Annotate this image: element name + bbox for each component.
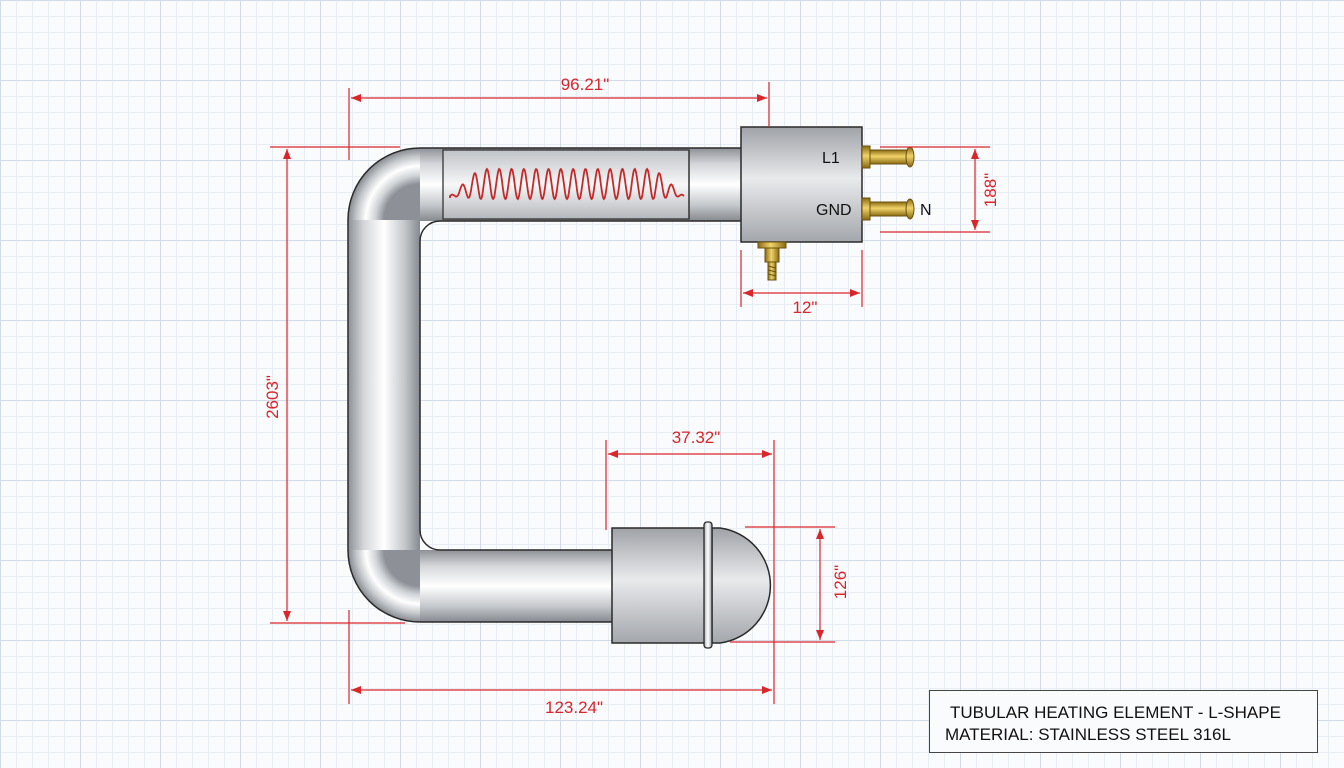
top-length-label: 96.21"	[561, 75, 610, 94]
n-label: N	[920, 202, 932, 219]
ground-stud	[757, 241, 787, 281]
title-block-title: TUBULAR HEATING ELEMENT - L-SHAPE	[950, 703, 1281, 722]
title-block: TUBULAR HEATING ELEMENT - L-SHAPE MATERI…	[929, 690, 1318, 753]
end-sleeve	[611, 527, 709, 644]
bottom-length-label: 123.24"	[545, 698, 603, 717]
n-terminal-pin	[861, 197, 915, 221]
l1-terminal-pin	[861, 145, 915, 169]
bulb-length-label: 37.32"	[672, 428, 721, 447]
heating-coil	[449, 167, 685, 201]
l1-label: L1	[822, 150, 840, 167]
dimensions	[270, 82, 990, 704]
terminal-box-assembly: L1 GND N	[740, 126, 932, 281]
terminal-box-width-label: 12"	[793, 298, 818, 317]
tube-outline	[347, 147, 742, 623]
tube-vertical-section	[348, 220, 420, 550]
gnd-label: GND	[816, 202, 852, 219]
tube-bottom-section	[420, 550, 615, 622]
terminal-spacing-label: 188"	[981, 173, 1000, 207]
end-dome	[711, 527, 772, 644]
inner-fillet-top	[420, 221, 440, 241]
overall-height-label: 2603"	[263, 375, 282, 419]
bulb-height-label: 126"	[831, 565, 850, 599]
inner-fillet-bottom	[420, 530, 440, 550]
end-flange-ring	[703, 521, 713, 649]
title-block-material: MATERIAL: STAINLESS STEEL 316L	[945, 725, 1231, 744]
terminal-box	[740, 126, 863, 243]
tube-bottom-bend	[348, 550, 420, 622]
end-cap-assembly	[611, 521, 772, 649]
tube-top-bend	[348, 148, 420, 220]
coil-window	[442, 149, 690, 220]
